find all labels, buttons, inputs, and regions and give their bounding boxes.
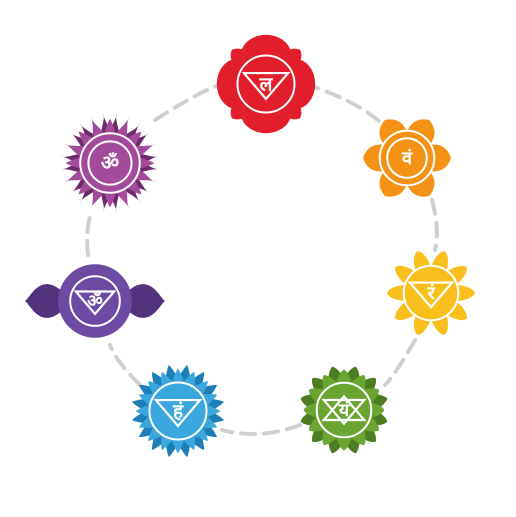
chakra-symbols: ल वं रं यं हं ॐ ॐ xyxy=(25,34,475,458)
ring-segments xyxy=(85,82,439,436)
glyph-third-eye: ॐ xyxy=(87,292,103,312)
inner-disc xyxy=(315,381,373,439)
inner-disc xyxy=(402,264,460,322)
glyph-root: ल xyxy=(259,73,274,95)
glyph-sacral: वं xyxy=(401,148,413,169)
triangle-icon xyxy=(321,398,367,426)
chakra-third-eye: ॐ xyxy=(25,264,165,338)
glyph-heart: यं xyxy=(338,400,351,421)
triangle-icon xyxy=(241,71,291,101)
chakra-heart: यं xyxy=(300,366,388,454)
chakra-sacral: वं xyxy=(363,119,451,197)
dashed-ring xyxy=(85,82,439,436)
inner-disc xyxy=(236,54,296,114)
inner-disc xyxy=(148,381,208,441)
chakra-solar-plexus: रं xyxy=(387,251,475,335)
chakra-crown: ॐ xyxy=(61,114,159,212)
glyph-crown: ॐ xyxy=(101,151,119,175)
glyph-throat: हं xyxy=(172,400,184,422)
inner-disc xyxy=(69,275,121,327)
sacral-inner-ring xyxy=(386,137,428,179)
chakra-throat: हं xyxy=(131,364,225,458)
glyph-solar-plexus: रं xyxy=(426,283,435,304)
triangle-icon xyxy=(153,398,203,428)
triangle-icon xyxy=(73,290,117,316)
chakra-root: ल xyxy=(216,34,316,134)
crown-inner-ring xyxy=(87,140,133,186)
triangle-icon xyxy=(407,281,455,309)
triangle-up-icon xyxy=(321,394,367,422)
